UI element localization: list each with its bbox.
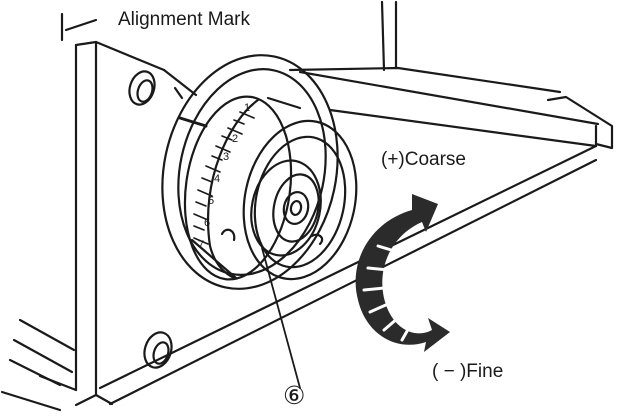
part-number-label: ⑥ bbox=[283, 382, 306, 410]
scale-number: 7 bbox=[198, 239, 204, 251]
mounting-holes bbox=[128, 70, 173, 369]
frame-back-wall bbox=[288, 0, 562, 94]
part-leader-line bbox=[261, 247, 301, 389]
frame-base-left bbox=[0, 318, 78, 412]
knob-hub bbox=[250, 159, 322, 257]
adjust-knob bbox=[206, 98, 358, 281]
curved-double-arrow-icon bbox=[355, 194, 450, 352]
scale-number: 2 bbox=[232, 133, 238, 145]
coarse-label: (+)Coarse bbox=[381, 149, 466, 170]
scale-number: 4 bbox=[214, 173, 220, 185]
frame-right-plate bbox=[94, 70, 614, 406]
scale-number: 5 bbox=[208, 195, 214, 207]
fine-label: ( − )Fine bbox=[432, 361, 504, 382]
frame-left-post bbox=[60, 12, 198, 407]
arrow-stripes bbox=[362, 244, 412, 342]
alignment-mark-pointer bbox=[173, 86, 208, 128]
scale-number: 1 bbox=[244, 102, 250, 114]
scale-number: 3 bbox=[223, 151, 229, 163]
alignment-mark-label: Alignment Mark bbox=[118, 9, 250, 30]
